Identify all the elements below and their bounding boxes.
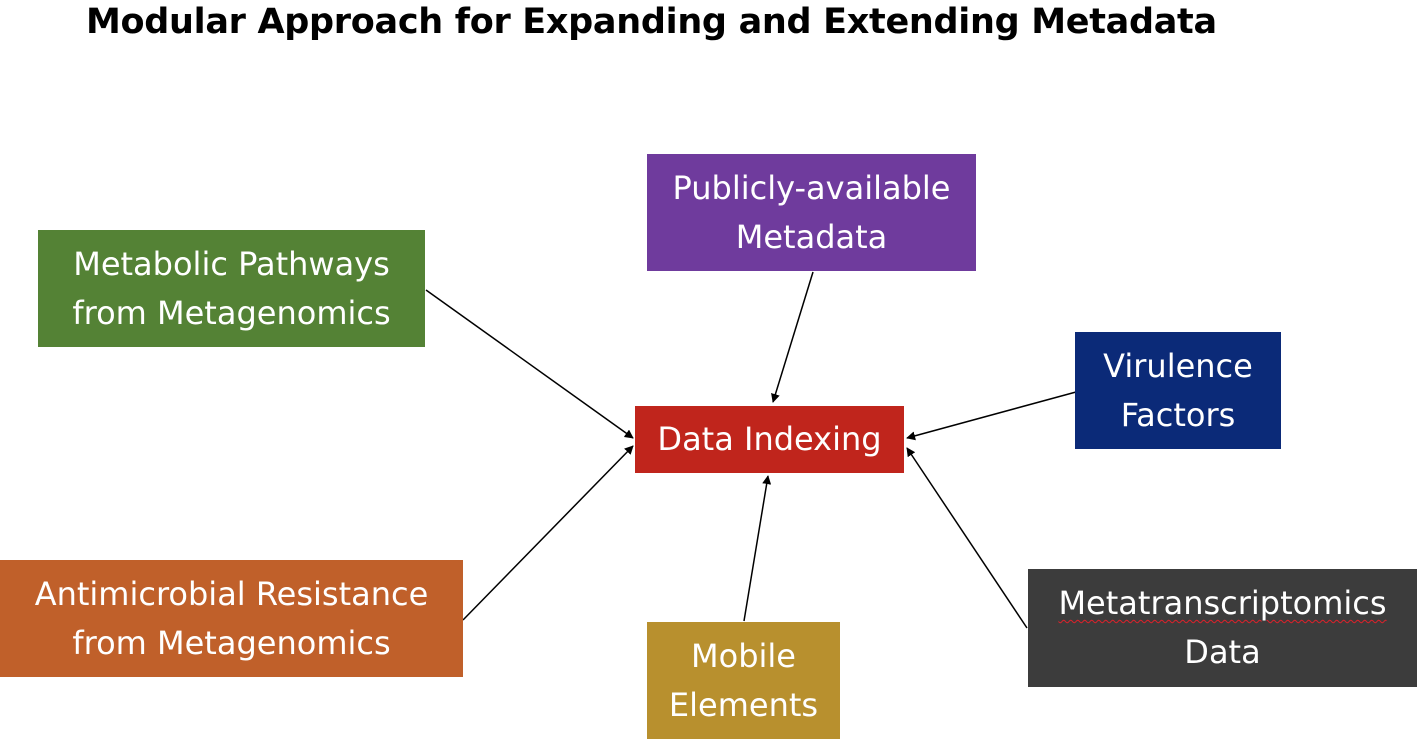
data-indexing-box: Data Indexing xyxy=(635,406,904,473)
publicly-available-metadata-line-1: Publicly-available xyxy=(672,168,951,207)
antimicrobial-resistance-box: Antimicrobial Resistance from Metagenomi… xyxy=(0,560,463,677)
arrow-virulence-to-indexing xyxy=(906,391,1077,441)
antimicrobial-resistance-line-2: from Metagenomics xyxy=(72,623,391,662)
metabolic-pathways-box: Metabolic Pathways from Metagenomics xyxy=(38,230,425,347)
metabolic-pathways-line-1: Metabolic Pathways xyxy=(73,244,390,283)
arrow-metadata-to-indexing xyxy=(771,271,814,403)
virulence-factors-line-1: Virulence xyxy=(1103,346,1253,385)
arrow-mobile-to-indexing xyxy=(743,475,772,622)
mobile-elements-box: Mobile Elements xyxy=(647,622,840,739)
metatranscriptomics-data-box: Metatranscriptomics Data xyxy=(1028,569,1417,687)
mobile-elements-line-1: Mobile xyxy=(691,636,796,675)
publicly-available-metadata-box: Publicly-available Metadata xyxy=(647,154,976,271)
publicly-available-metadata-line-2: Metadata xyxy=(735,217,888,256)
metatranscriptomics-data-line-1: Metatranscriptomics xyxy=(1058,584,1387,622)
virulence-factors-line-2: Factors xyxy=(1120,395,1236,434)
antimicrobial-resistance-line-1: Antimicrobial Resistance xyxy=(34,574,429,613)
arrow-antimicrobial-to-indexing xyxy=(462,445,634,621)
metatranscriptomics-data-line-2: Data xyxy=(1184,633,1261,671)
arrow-metatranscriptomics-to-indexing xyxy=(906,447,1028,629)
arrow-metabolic-to-indexing xyxy=(425,289,634,439)
data-indexing-label: Data Indexing xyxy=(657,420,882,458)
mobile-elements-line-2: Elements xyxy=(668,685,819,724)
diagram-title: Modular Approach for Expanding and Exten… xyxy=(86,2,1217,42)
metabolic-pathways-line-2: from Metagenomics xyxy=(72,293,391,332)
virulence-factors-box: Virulence Factors xyxy=(1075,332,1281,449)
